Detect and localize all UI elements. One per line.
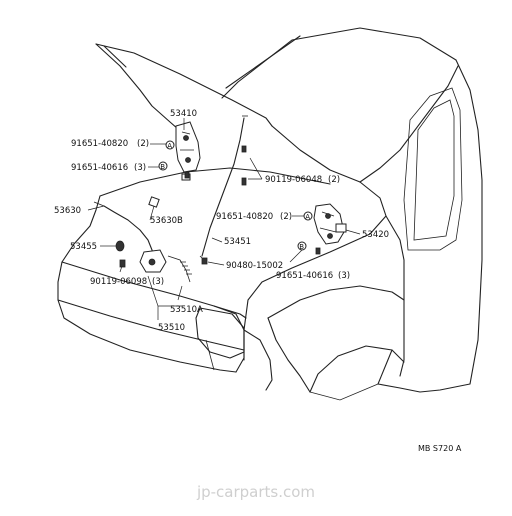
label-hinge-left: 53410	[170, 109, 197, 119]
label-release-cable: 53630	[54, 206, 81, 216]
label-bolt-c: 90119-06048	[265, 175, 322, 185]
leader-lines	[87, 118, 361, 320]
marker-b-lower: B	[299, 243, 304, 251]
marker-a-upper: A	[167, 142, 172, 150]
label-bolt-d: 90119-06098	[90, 277, 147, 287]
label-cable-clamp: 53630B	[150, 216, 183, 226]
label-clip: 90480-15002	[226, 261, 283, 271]
label-bolt-c-qty: (2)	[328, 175, 340, 185]
release-cable	[93, 196, 160, 259]
label-hood-support-rod: 53451	[224, 237, 251, 247]
vehicle-outline	[57, 27, 483, 401]
label-bolt-b-lower: 91651-40616	[276, 271, 333, 281]
label-bolt-b-upper-qty: (3)	[134, 163, 146, 173]
part-labels: 53410 91651-40820 (2) 91651-40616 (3) 90…	[54, 109, 389, 333]
marker-a-lower: A	[305, 213, 310, 221]
drawing-code: MB S720 A	[418, 444, 462, 453]
label-lock-assy: 53510	[158, 323, 185, 333]
label-lock-sub: 53510A	[170, 305, 203, 315]
label-bolt-a-lower: 91651-40820	[216, 212, 273, 222]
label-bolt-a-upper: 91651-40820	[71, 139, 128, 149]
label-bolt-b-upper: 91651-40616	[71, 163, 128, 173]
marker-b-upper: B	[160, 163, 165, 171]
hood-lock	[115, 240, 208, 283]
bolt-markers	[184, 145, 321, 255]
hinge-right	[313, 203, 347, 245]
label-bolt-a-lower-qty: (2)	[280, 212, 292, 222]
ref-markers: A B A B	[158, 140, 313, 251]
label-bolt-b-lower-qty: (3)	[338, 271, 350, 281]
watermark: jp-carparts.com	[196, 483, 315, 501]
label-bolt-d-qty: (3)	[152, 277, 164, 287]
label-rod-grommet: 53455	[70, 242, 97, 252]
label-bolt-a-upper-qty: (2)	[137, 139, 149, 149]
label-hinge-right: 53420	[362, 230, 389, 240]
